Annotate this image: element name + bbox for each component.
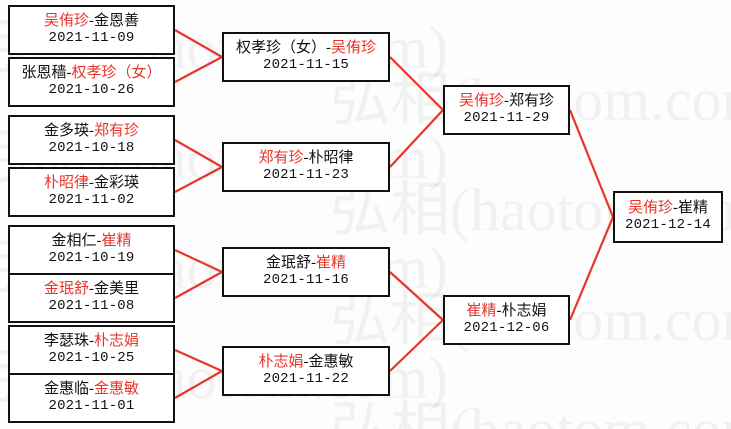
player-winner: 吴侑珍 — [331, 39, 377, 56]
match-players: 李瑟珠-朴志娟 — [43, 332, 140, 350]
match-players: 金多瑛-郑有珍 — [43, 122, 140, 140]
match-box[interactable]: 吴侑珍-郑有珍 2021-11-29 — [443, 85, 570, 135]
match-date: 2021-11-16 — [262, 271, 349, 288]
match-date: 2021-10-18 — [48, 139, 135, 156]
player-separator: - — [496, 302, 502, 319]
player-winner: 朴志娟 — [258, 353, 304, 370]
player-separator: - — [89, 280, 94, 297]
match-box[interactable]: 张恩穑-权孝珍（女） 2021-10-26 — [8, 57, 175, 107]
match-date: 2021-10-25 — [48, 349, 135, 366]
match-box[interactable]: 金惠临-金惠敏 2021-11-01 — [8, 373, 175, 423]
player-separator: - — [673, 199, 678, 216]
player-loser: 金珉舒 — [265, 254, 311, 271]
player-separator: - — [89, 332, 94, 349]
player-winner: 金珉舒 — [43, 280, 89, 297]
match-box[interactable]: 金珉舒-崔精 2021-11-16 — [222, 247, 390, 297]
match-box[interactable]: 李瑟珠-朴志娟 2021-10-25 — [8, 325, 175, 375]
match-players: 张恩穑-权孝珍（女） — [21, 64, 162, 82]
match-date: 2021-12-14 — [624, 216, 711, 233]
match-players: 崔精-朴志娟 — [466, 302, 547, 320]
player-winner: 崔精 — [466, 302, 497, 319]
player-winner: 郑有珍 — [94, 122, 140, 139]
match-date: 2021-12-06 — [463, 319, 550, 336]
match-box[interactable]: 朴志娟-金惠敏 2021-11-22 — [222, 346, 390, 396]
match-players: 吴侑珍-金恩善 — [43, 12, 140, 30]
player-separator: - — [303, 149, 309, 166]
player-separator: - — [89, 380, 94, 397]
player-separator: - — [504, 92, 509, 109]
match-players: 吴侑珍-崔精 — [627, 199, 709, 217]
player-separator: - — [89, 174, 94, 191]
player-separator: - — [89, 122, 94, 139]
match-players: 吴侑珍-郑有珍 — [458, 92, 555, 110]
player-separator: - — [66, 64, 72, 81]
match-box[interactable]: 金相仁-崔精 2021-10-19 — [8, 225, 175, 275]
player-loser: 李瑟珠 — [43, 332, 89, 349]
player-loser: 朴志娟 — [501, 302, 547, 319]
player-loser: 金惠敏 — [308, 353, 354, 370]
match-date: 2021-10-19 — [48, 249, 135, 266]
match-players: 朴昭律-金彩瑛 — [43, 174, 140, 192]
match-box-final[interactable]: 吴侑珍-崔精 2021-12-14 — [613, 191, 723, 243]
player-winner: 金惠敏 — [94, 380, 140, 397]
player-separator: - — [303, 353, 309, 370]
match-box[interactable]: 吴侑珍-金恩善 2021-11-09 — [8, 5, 175, 55]
player-separator: - — [311, 254, 316, 271]
match-players: 金惠临-金惠敏 — [43, 380, 140, 398]
player-loser: 崔精 — [678, 199, 709, 216]
player-separator: - — [89, 12, 94, 29]
match-date: 2021-11-22 — [262, 370, 349, 387]
match-date: 2021-11-01 — [48, 397, 135, 414]
player-loser: 金多瑛 — [43, 122, 89, 139]
match-players: 权孝珍（女）-吴侑珍 — [235, 39, 377, 57]
player-winner: 吴侑珍 — [627, 199, 673, 216]
match-players: 朴志娟-金惠敏 — [258, 353, 354, 371]
player-loser: 郑有珍 — [509, 92, 555, 109]
match-box[interactable]: 郑有珍-朴昭律 2021-11-23 — [222, 142, 390, 192]
player-loser: 金美里 — [94, 280, 140, 297]
player-winner: 权孝珍（女） — [71, 64, 162, 81]
match-date: 2021-11-29 — [463, 109, 550, 126]
player-loser: 金彩瑛 — [94, 174, 140, 191]
player-separator: - — [96, 232, 102, 249]
player-loser: 权孝珍（女） — [235, 39, 326, 56]
match-date: 2021-11-09 — [48, 29, 135, 46]
match-players: 金珉舒-崔精 — [265, 254, 347, 272]
player-loser: 金相仁 — [51, 232, 97, 249]
player-loser: 金恩善 — [94, 12, 140, 29]
player-winner: 郑有珍 — [258, 149, 304, 166]
player-winner: 朴志娟 — [94, 332, 140, 349]
match-date: 2021-11-15 — [262, 56, 349, 73]
player-winner: 吴侑珍 — [458, 92, 504, 109]
match-box[interactable]: 权孝珍（女）-吴侑珍 2021-11-15 — [222, 32, 390, 82]
match-box[interactable]: 崔精-朴志娟 2021-12-06 — [443, 295, 570, 345]
match-box[interactable]: 朴昭律-金彩瑛 2021-11-02 — [8, 167, 175, 217]
match-date: 2021-11-02 — [48, 191, 135, 208]
match-box[interactable]: 金多瑛-郑有珍 2021-10-18 — [8, 115, 175, 165]
player-loser: 金惠临 — [43, 380, 89, 397]
match-box[interactable]: 金珉舒-金美里 2021-11-08 — [8, 273, 175, 323]
player-winner: 朴昭律 — [43, 174, 89, 191]
player-loser: 张恩穑 — [21, 64, 67, 81]
player-winner: 吴侑珍 — [43, 12, 89, 29]
player-separator: - — [326, 39, 331, 56]
match-players: 郑有珍-朴昭律 — [258, 149, 354, 167]
match-date: 2021-11-08 — [48, 297, 135, 314]
match-date: 2021-10-26 — [48, 81, 135, 98]
match-players: 金珉舒-金美里 — [43, 280, 140, 298]
watermark-text: 弘相(haotom.com) — [330, 400, 731, 429]
player-winner: 崔精 — [101, 232, 132, 249]
player-winner: 崔精 — [316, 254, 347, 271]
match-date: 2021-11-23 — [262, 166, 349, 183]
match-players: 金相仁-崔精 — [51, 232, 132, 250]
player-loser: 朴昭律 — [308, 149, 354, 166]
